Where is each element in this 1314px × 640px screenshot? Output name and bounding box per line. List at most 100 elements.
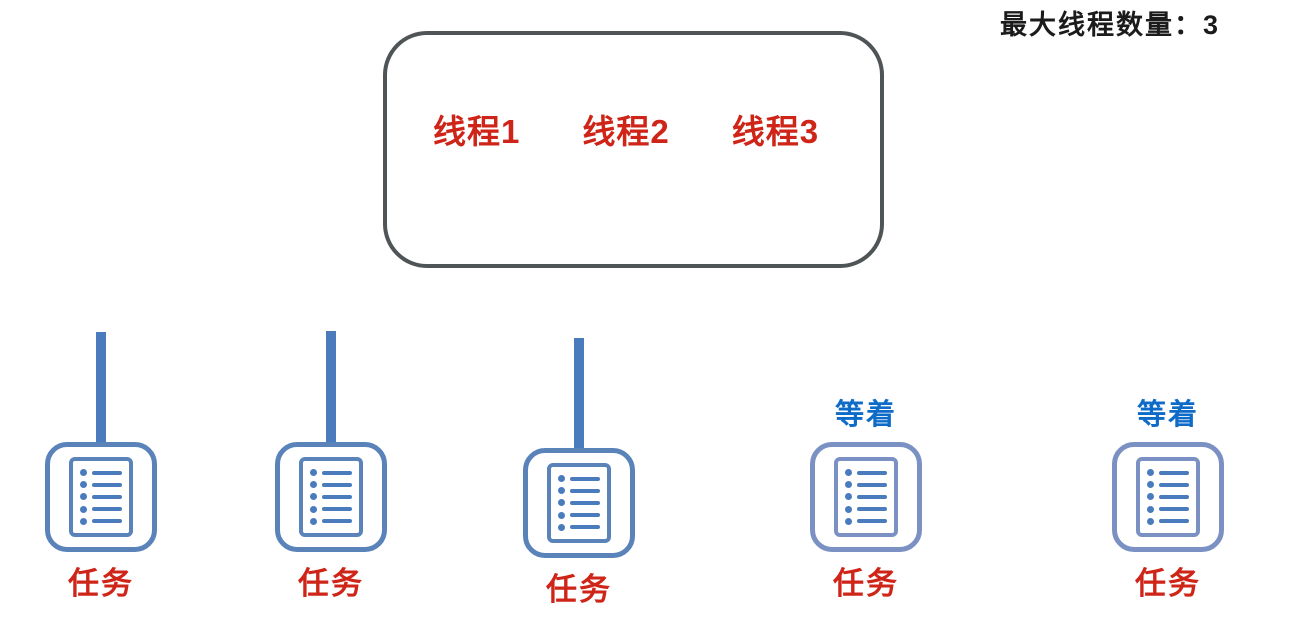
bullet-dot [310,517,317,525]
bullet-dot [1147,517,1154,525]
checklist-icon [523,448,635,558]
checklist-row [80,481,122,489]
checklist-row [845,517,887,525]
thread-pool-box: 线程1 线程2 线程3 [383,31,884,268]
checklist-row [845,505,887,513]
task-1: 任务 [45,332,157,601]
bullet-line [1159,519,1189,524]
bullet-dot [80,505,87,513]
bullet-dot [80,481,87,489]
bullet-line [92,494,122,499]
checklist-row [558,475,600,483]
task-1-label: 任务 [68,566,134,601]
checklist-icon [45,442,157,552]
bullet-line [857,507,887,512]
bullet-line [570,513,600,518]
checklist-row [80,517,122,525]
bullet-line [1159,482,1189,487]
thread-3-label: 线程3 [731,113,820,150]
bullet-dot [558,487,565,495]
task-4-status-label: 等着 [834,399,897,431]
bullet-dot [1147,505,1154,513]
checklist-row [80,505,122,513]
bullet-line [322,482,352,487]
bullet-line [570,500,600,505]
bullet-line [322,507,352,512]
bullet-line [1159,507,1189,512]
bullet-dot [845,481,852,489]
bullet-dot [310,505,317,513]
bullet-dot [1147,493,1154,501]
bullet-line [92,470,122,475]
bullet-dot [845,493,852,501]
checklist-row [1147,517,1189,525]
bullet-dot [310,493,317,501]
checklist-row [310,493,352,501]
checklist-row [1147,505,1189,513]
checklist-row [1147,469,1189,477]
task-2: 任务 [275,331,387,601]
task-3: 任务 [523,338,635,607]
task-4: 等着 任务 [810,399,922,601]
bullet-line [857,482,887,487]
bullet-line [857,519,887,524]
bullet-dot [80,493,87,501]
bullet-line [857,494,887,499]
checklist-row [845,469,887,477]
bullet-dot [845,469,852,477]
bullet-line [322,519,352,524]
checklist-row [80,469,122,477]
thread-1-label: 线程1 [433,113,521,150]
thread-pool-thread-list: 线程1 线程2 线程3 [433,115,880,148]
bullet-dot [80,469,87,477]
checklist-row [1147,493,1189,501]
bullet-line [857,470,887,475]
checklist-icon [1112,442,1224,552]
bullet-line [92,519,122,524]
checklist-icon [810,442,922,552]
bullet-dot [558,523,565,531]
bullet-dot [1147,469,1154,477]
bullet-dot [558,499,565,507]
checklist-paper [834,457,898,537]
bullet-dot [845,505,852,513]
thread-2-label: 线程2 [582,113,670,150]
task-3-label: 任务 [546,572,612,607]
task-5-label: 任务 [1135,566,1201,601]
task-5-status-label: 等着 [1136,399,1199,431]
bullet-dot [558,475,565,483]
task-5: 等着 任务 [1112,399,1224,601]
checklist-row [310,505,352,513]
checklist-paper [299,457,363,537]
bullet-dot [310,481,317,489]
checklist-row [845,481,887,489]
checklist-row [1147,481,1189,489]
checklist-row [310,469,352,477]
bullet-line [570,476,600,481]
bullet-dot [558,511,565,519]
checklist-row [558,499,600,507]
bullet-dot [80,517,87,525]
checklist-row [310,517,352,525]
bullet-line [92,507,122,512]
checklist-row [310,481,352,489]
bullet-line [570,488,600,493]
checklist-paper [547,463,611,543]
task-4-label: 任务 [833,566,899,601]
bullet-dot [845,517,852,525]
task-1-connector-line [96,332,106,442]
max-threads-label: 最大线程数量：3 [1000,10,1221,40]
task-3-connector-line [574,338,584,448]
checklist-row [845,493,887,501]
checklist-paper [1136,457,1200,537]
task-2-label: 任务 [298,566,364,601]
bullet-line [1159,494,1189,499]
bullet-dot [310,469,317,477]
checklist-row [558,511,600,519]
checklist-icon [275,442,387,552]
checklist-paper [69,457,133,537]
bullet-line [92,482,122,487]
checklist-row [80,493,122,501]
checklist-row [558,523,600,531]
